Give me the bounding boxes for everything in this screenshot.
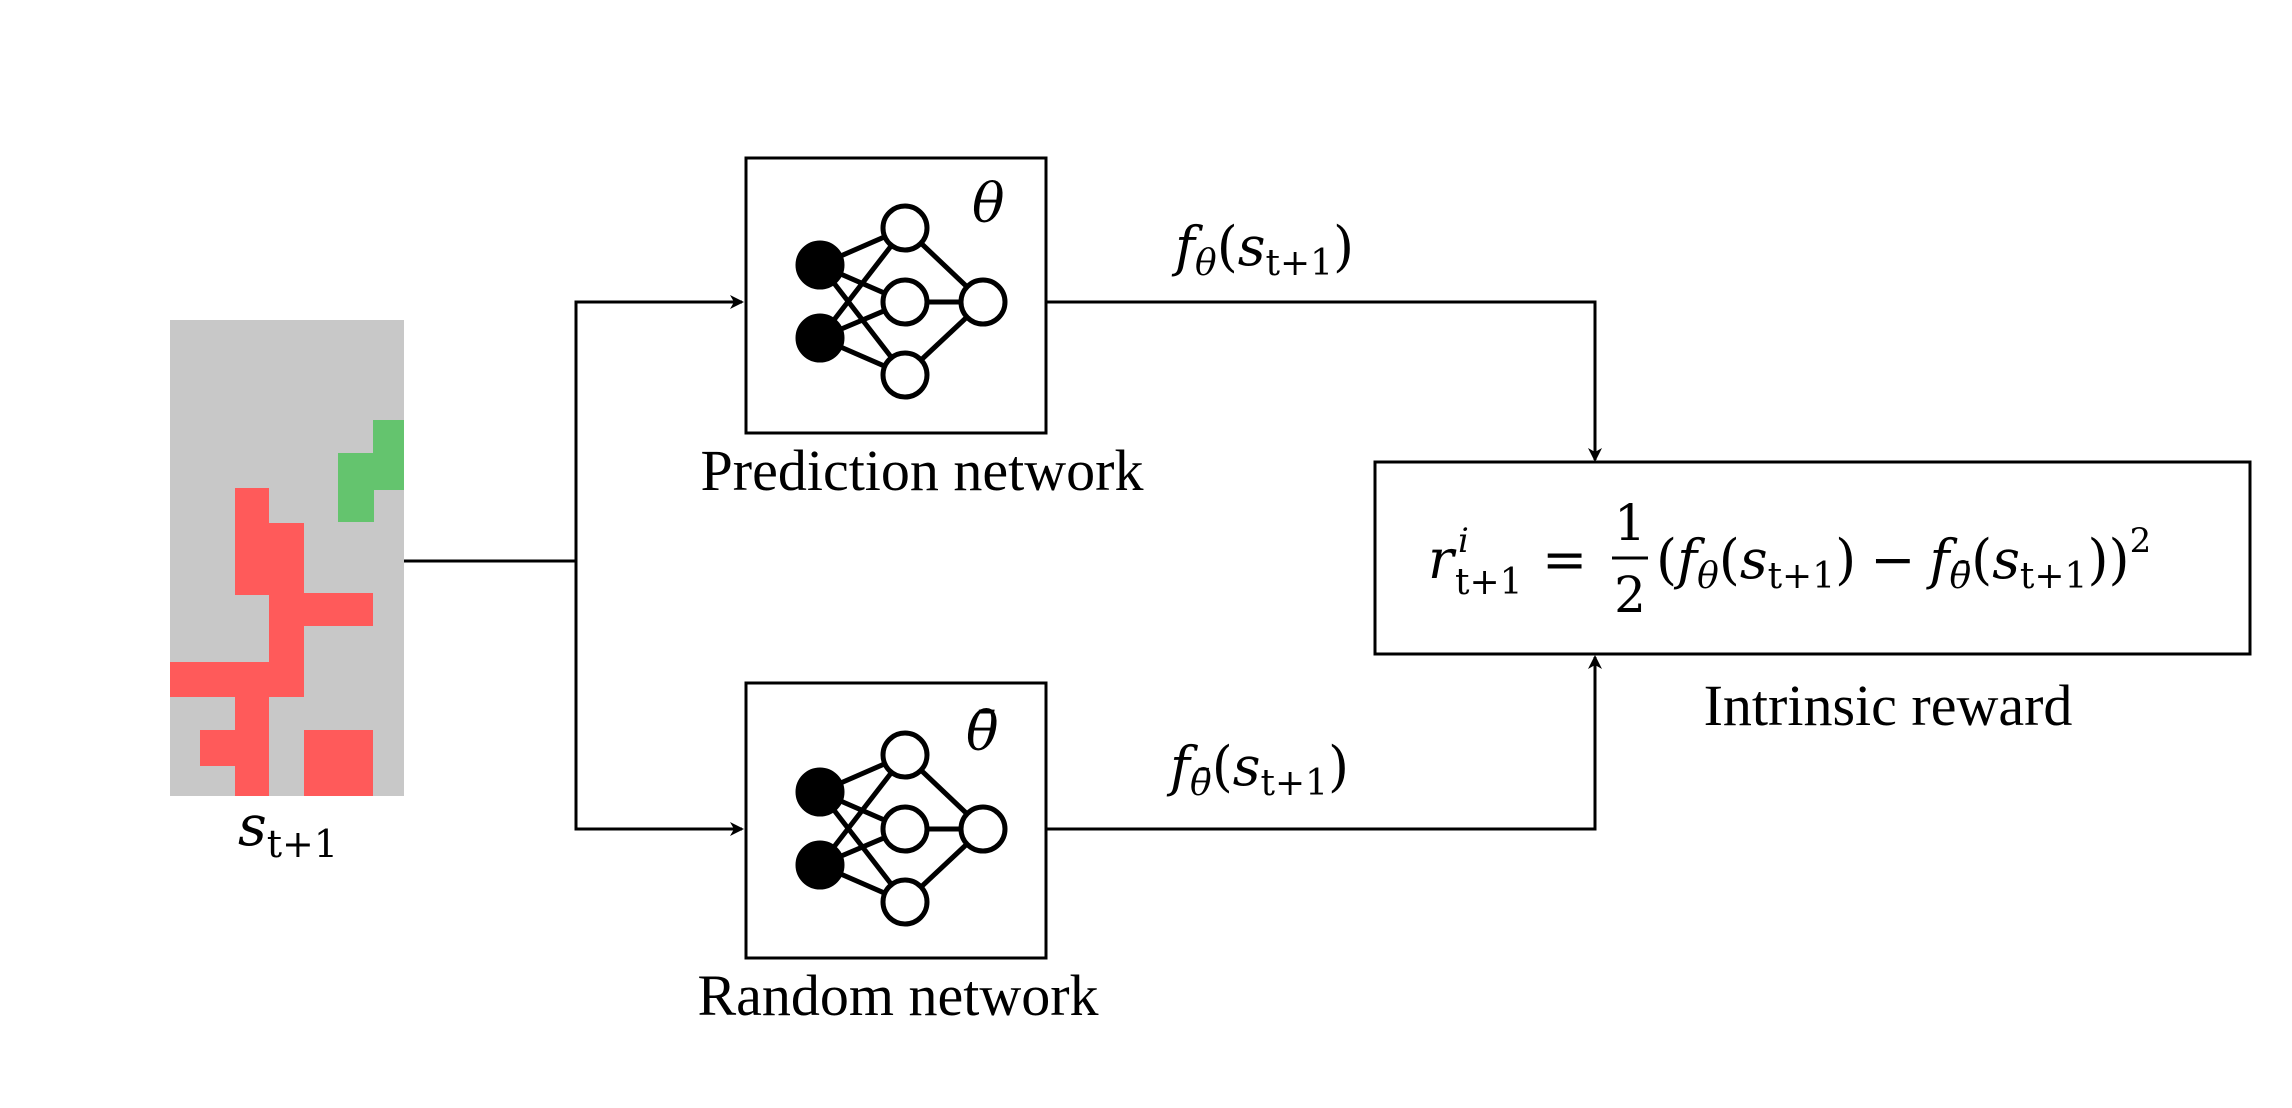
reward-expression: (fθ(st+1)−fθ̄(st+1))2 [1656, 521, 2151, 597]
reward-lhs: r [1428, 528, 1457, 591]
reward-fraction-numerator: 1 [1614, 494, 1646, 552]
random-param: θ̄ [966, 700, 999, 763]
agent-cell [373, 420, 404, 490]
obstacle-cell [269, 593, 373, 626]
reward-lhs-sub: t+1 [1455, 562, 1523, 603]
random-output-label: fθ̄(st+1) [1166, 735, 1349, 804]
hidden-node [880, 877, 930, 927]
prediction-network-label: Prediction network [701, 438, 1144, 503]
prediction-to-reward-arrow [1044, 300, 1602, 462]
hidden-node [880, 350, 930, 400]
hidden-node [880, 804, 930, 854]
hidden-node [880, 730, 930, 780]
prediction-network: θ Prediction network fθ(st+1) [701, 156, 1354, 503]
hidden-node [880, 277, 930, 327]
prediction-output-label: fθ(st+1) [1171, 215, 1354, 284]
obstacle-cell [304, 730, 373, 796]
input-to-random-arrow [574, 561, 744, 836]
input-node [795, 767, 845, 817]
reward-equals: = [1542, 528, 1587, 591]
connectors [404, 295, 1602, 836]
obstacle-cell [235, 662, 269, 796]
prediction-network-icon [795, 203, 1008, 400]
output-node [958, 804, 1008, 854]
random-network-icon [795, 730, 1008, 927]
random-to-reward-arrow [1044, 655, 1602, 831]
agent-cell [338, 453, 374, 522]
intrinsic-reward: r i t+1 = 1 2 (fθ(st+1)−fθ̄(st+1))2 Intr… [1373, 460, 2252, 738]
agent-cells [338, 420, 404, 522]
prediction-param: θ [972, 172, 1005, 235]
state-grid [170, 320, 404, 796]
state-caption: st+1 [238, 794, 338, 866]
random-network-label: Random network [697, 963, 1098, 1028]
reward-fraction-denominator: 2 [1614, 566, 1646, 624]
input-node [795, 840, 845, 890]
input-node [795, 240, 845, 290]
reward-box [1373, 460, 2252, 656]
reward-label: Intrinsic reward [1704, 673, 2073, 738]
random-network: θ̄ Random network fθ̄(st+1) [697, 681, 1349, 1028]
hidden-node [880, 203, 930, 253]
obstacle-cells [170, 488, 373, 796]
input-to-prediction-arrow [404, 295, 744, 563]
input-node [795, 313, 845, 363]
obstacle-cell [200, 730, 269, 766]
output-node [958, 277, 1008, 327]
reward-lhs-sup: i [1458, 521, 1469, 561]
